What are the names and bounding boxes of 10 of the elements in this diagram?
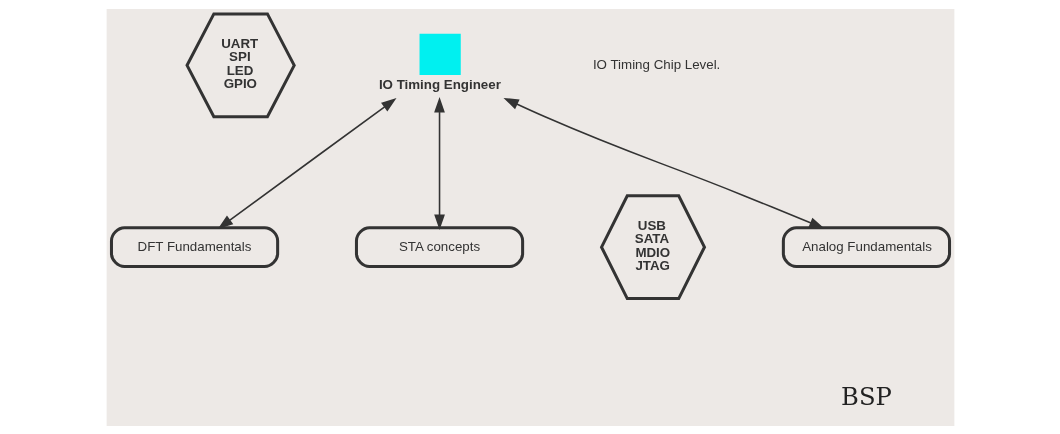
node-box: Analog Fundamentals (781, 225, 951, 268)
node-box: STA concepts (354, 225, 524, 268)
node-box: DFT Fundamentals (109, 225, 279, 268)
arrow (503, 97, 824, 229)
arrow (217, 97, 397, 229)
node-box (419, 33, 461, 75)
label: IO Timing Chip Level. (592, 56, 720, 72)
node-label: IO Timing Engineer (378, 76, 501, 92)
arrow (433, 96, 445, 230)
label: BSP (840, 381, 892, 411)
